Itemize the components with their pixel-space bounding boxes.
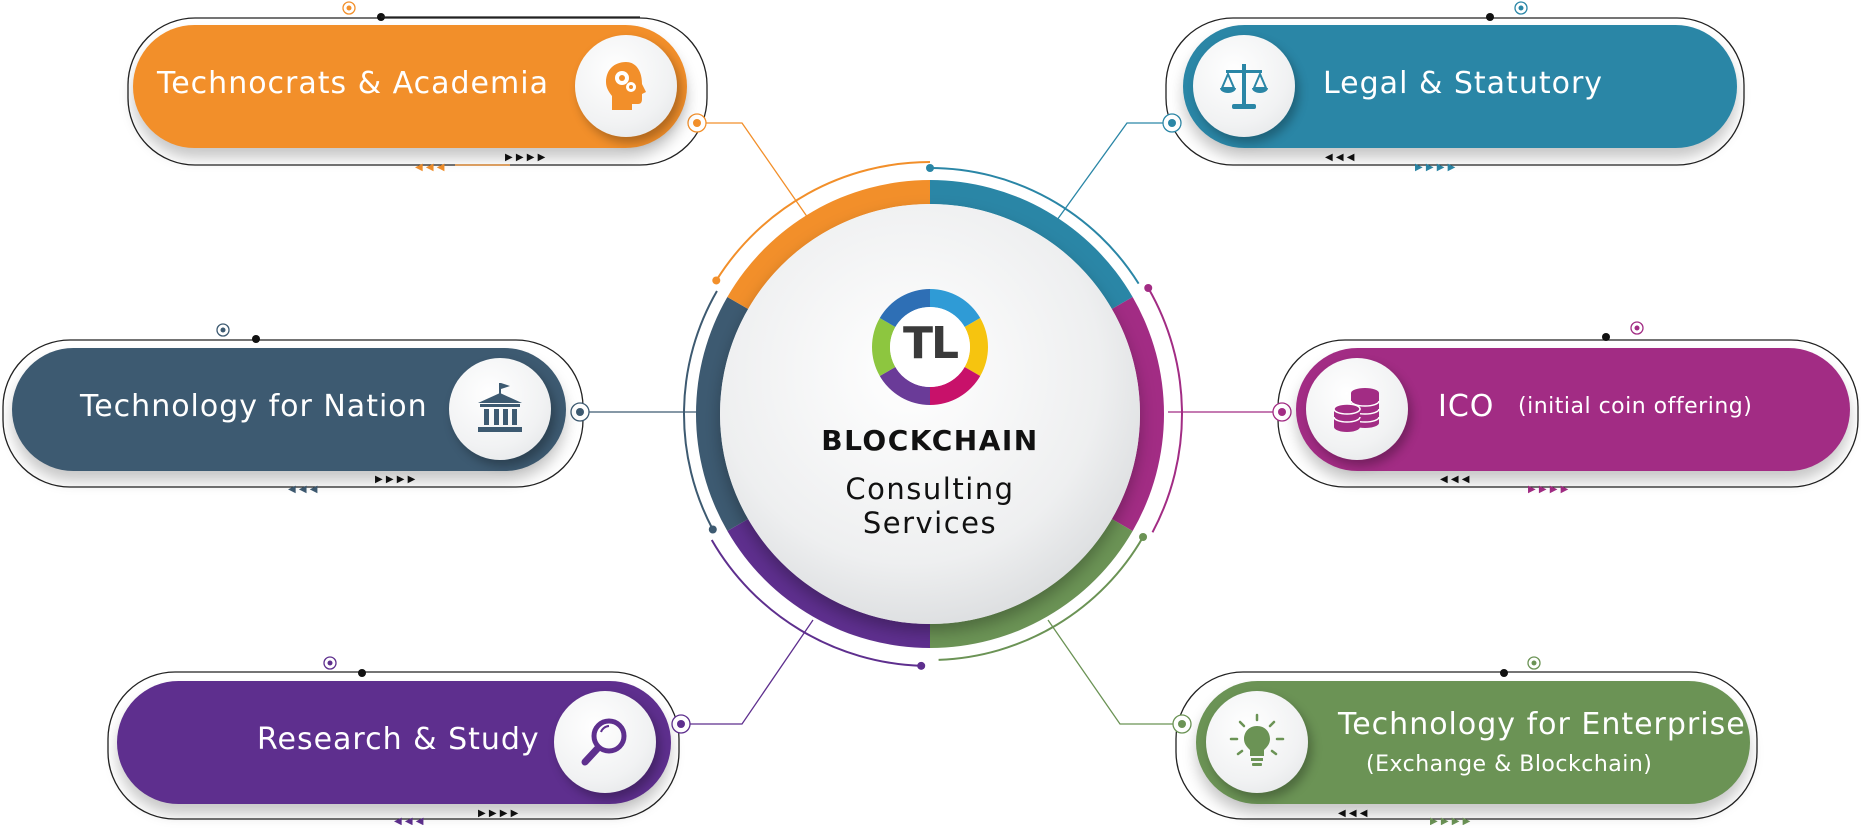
ring-segment-technocrats [727, 180, 930, 309]
frame-technocrats [127, 17, 708, 166]
logo-segment [872, 318, 896, 376]
svg-text:◀ ◀ ◀: ◀ ◀ ◀ [394, 816, 424, 825]
arc-arrow-legal [926, 164, 934, 172]
frame-ico [1277, 339, 1859, 488]
svg-text:◀ ◀ ◀: ◀ ◀ ◀ [1338, 808, 1368, 819]
svg-text:▶ ▶ ▶ ▶: ▶ ▶ ▶ ▶ [1415, 162, 1456, 173]
ring-segment-nation [696, 297, 749, 531]
logo-segment [930, 367, 981, 405]
connector-technocrats [697, 122, 809, 219]
ring-segment-legal [930, 180, 1133, 309]
outer-arc-enterprise [938, 536, 1144, 661]
arc-arrow-ico [1144, 284, 1153, 292]
svg-text:▶ ▶ ▶ ▶: ▶ ▶ ▶ ▶ [1528, 484, 1569, 495]
arc-arrow-technocrats [712, 276, 721, 285]
svg-text:◀ ◀ ◀: ◀ ◀ ◀ [1440, 474, 1470, 485]
ring-segment-research [727, 519, 930, 648]
outer-arc-research [710, 539, 922, 667]
svg-text:▶ ▶ ▶ ▶: ▶ ▶ ▶ ▶ [505, 152, 546, 163]
outer-arc-legal [929, 167, 1140, 285]
connector-research [681, 619, 814, 725]
svg-text:◀ ◀ ◀: ◀ ◀ ◀ [1325, 152, 1355, 163]
logo-segment [879, 289, 930, 327]
outer-arc-nation [683, 290, 718, 530]
logo-segment [930, 289, 981, 327]
outer-arc-technocrats [715, 161, 931, 281]
tl-logo [872, 289, 988, 405]
arc-arrow-research [917, 661, 926, 670]
svg-text:◀ ◀ ◀: ◀ ◀ ◀ [288, 484, 318, 495]
connector-enterprise [1047, 619, 1182, 725]
frame-research [107, 671, 680, 820]
frame-legal [1165, 17, 1745, 166]
connector-legal [1056, 122, 1172, 221]
svg-text:◀ ◀ ◀: ◀ ◀ ◀ [415, 162, 445, 173]
logo-segment [964, 318, 988, 376]
svg-text:▶ ▶ ▶ ▶: ▶ ▶ ▶ ▶ [478, 808, 519, 819]
center-disc [720, 204, 1140, 624]
arc-arrow-enterprise [1139, 533, 1148, 541]
logo-segment [879, 367, 930, 405]
ring-segment-enterprise [930, 519, 1133, 648]
ring-segment-ico [1111, 297, 1164, 531]
svg-text:▶ ▶ ▶ ▶: ▶ ▶ ▶ ▶ [1430, 816, 1471, 825]
svg-text:▶ ▶ ▶ ▶: ▶ ▶ ▶ ▶ [375, 474, 416, 485]
arc-arrow-nation [708, 525, 717, 534]
frame-enterprise [1175, 671, 1758, 820]
outer-arc-ico [1147, 287, 1183, 533]
frame-nation [2, 339, 584, 488]
